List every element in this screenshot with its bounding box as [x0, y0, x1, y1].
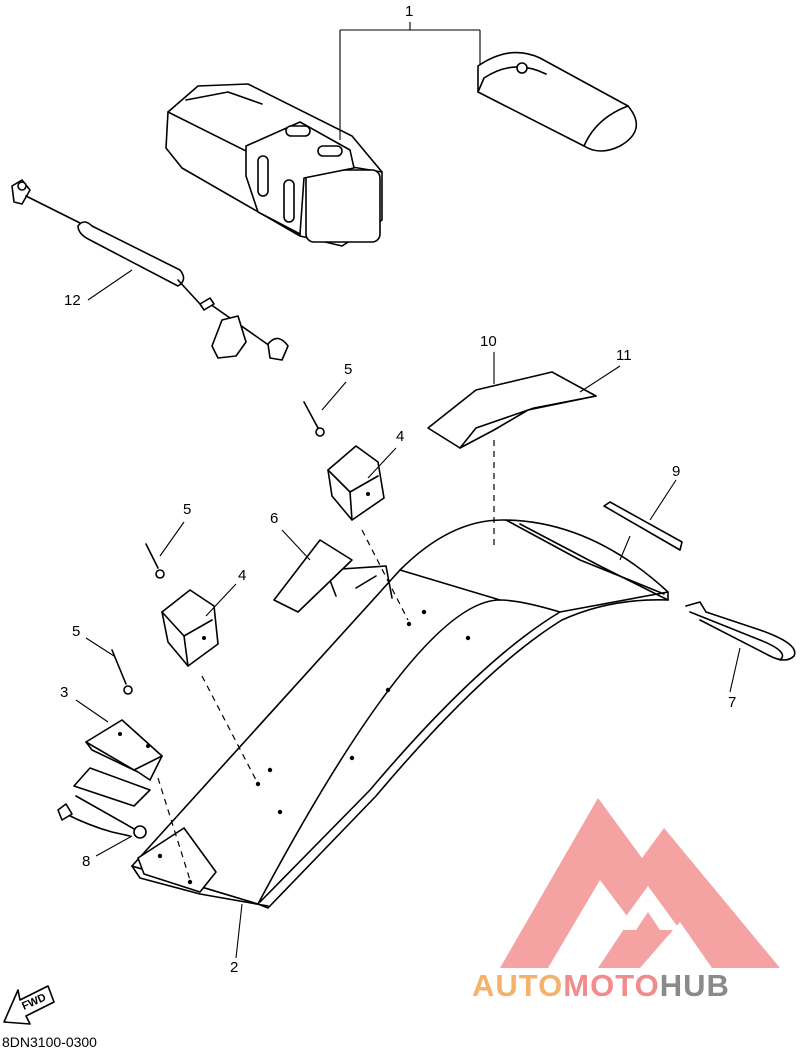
watermark-wordmark: AUTOMOTOHUB	[472, 968, 730, 1003]
leader-line-5b	[159, 521, 185, 557]
leader-line-3	[75, 699, 109, 723]
part-1-tool-kit	[165, 83, 383, 247]
leader-line-12	[87, 269, 133, 301]
watermark-triangle-mark	[500, 798, 780, 968]
part-5-screw-middle	[145, 543, 165, 579]
dashed-line-3	[157, 777, 191, 881]
part-7-hook	[685, 601, 796, 661]
callout-4b: 4	[238, 567, 246, 584]
part-3-hinge	[73, 719, 163, 807]
leader-line-9b	[619, 535, 631, 561]
part-4-bracket-lower	[161, 589, 219, 667]
callout-8: 8	[82, 853, 90, 870]
callout-5c: 5	[72, 623, 80, 640]
callout-2: 2	[230, 959, 238, 976]
drawing-code: 8DN3100-0300	[2, 1034, 97, 1050]
watermark-logo	[500, 798, 780, 968]
watermark-inner-cut	[616, 886, 680, 930]
part-10-label	[427, 371, 597, 449]
leader-line-7	[729, 647, 741, 693]
leader-line-4b	[205, 583, 237, 617]
part-9-damper	[603, 501, 683, 551]
part-11-label	[459, 395, 597, 449]
callout-9: 9	[672, 463, 680, 480]
watermark-auto: AUTO	[472, 968, 563, 1003]
callout-11: 11	[616, 347, 632, 364]
part-8-pin	[57, 795, 147, 839]
callout-3: 3	[60, 684, 68, 701]
callout-1: 1	[405, 3, 413, 20]
leader-line-5c	[85, 637, 115, 657]
leader-line-8	[95, 835, 133, 857]
leader-line-9	[649, 479, 677, 521]
part-6-label	[273, 539, 353, 613]
part-4-bracket-upper	[327, 445, 385, 521]
leader-line-11	[579, 365, 621, 393]
leader-line-1	[339, 22, 481, 140]
watermark-moto: MOTO	[563, 968, 659, 1003]
dashed-line-4a	[361, 529, 409, 621]
callout-10: 10	[480, 333, 497, 350]
part-12-cable	[11, 179, 289, 361]
callout-5a: 5	[344, 361, 352, 378]
part-5-screw-upper	[303, 401, 325, 437]
dashed-line-4b	[201, 675, 257, 781]
callout-7: 7	[728, 694, 736, 711]
fwd-arrow-icon: FWD	[3, 985, 55, 1025]
leader-line-2	[235, 903, 243, 959]
tool-bag	[477, 51, 638, 152]
callout-4a: 4	[396, 428, 404, 445]
callout-5b: 5	[183, 501, 191, 518]
leader-line-5a	[321, 381, 347, 411]
part-5-screw-lower	[111, 649, 133, 695]
callout-12: 12	[64, 292, 81, 309]
watermark-hub: HUB	[660, 968, 730, 1003]
callout-6: 6	[270, 510, 278, 527]
leader-line-4a	[367, 447, 397, 479]
leader-line-6	[281, 529, 311, 561]
